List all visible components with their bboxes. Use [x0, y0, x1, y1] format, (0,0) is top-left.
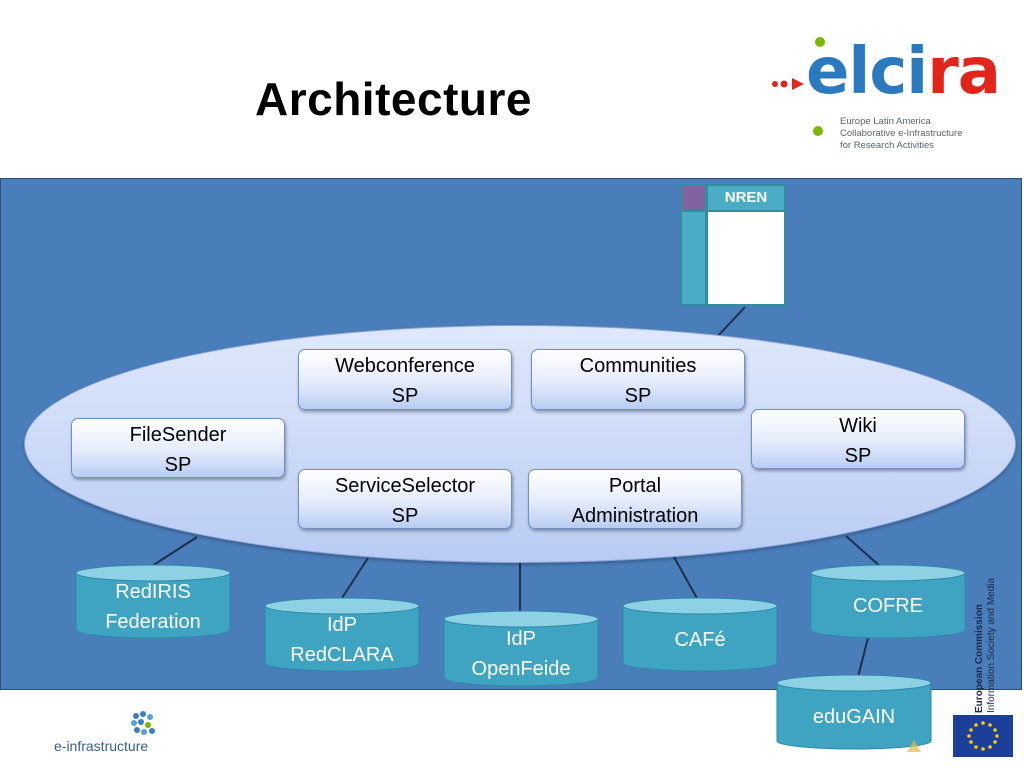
connector-edugain: [857, 637, 869, 678]
sp-label-line2: SP: [624, 385, 652, 407]
sp-filesender: FileSender SP: [71, 418, 285, 478]
sp-serviceselector: ServiceSelector SP: [298, 469, 512, 529]
slide-title: Architecture: [255, 73, 532, 125]
sp-label-line2: SP: [844, 445, 872, 467]
logo-tagline-line: for Research Activities: [840, 140, 934, 151]
federation-label-line1: eduGAIN: [812, 706, 896, 728]
cylinder-shape: [264, 597, 420, 672]
nren-corner: [680, 184, 707, 212]
federation-label-line2: Federation: [105, 611, 201, 633]
eu-flag-icon: [953, 715, 1013, 757]
nren-body: [706, 210, 786, 306]
sp-label-line1: FileSender: [129, 424, 227, 446]
federation-edugain: eduGAIN: [776, 674, 932, 750]
federation-cofre: COFRE: [810, 564, 966, 639]
european-commission-text: European Commission Information Society …: [974, 577, 997, 713]
nren-side-column: [680, 210, 707, 306]
logo-green-mark-icon: [813, 37, 825, 136]
sp-label-line1: Wiki: [839, 415, 877, 437]
federation-label-line2: RedCLARA: [290, 644, 394, 666]
logo-dots-icon: [772, 78, 804, 90]
connector-nren: [715, 306, 746, 339]
sp-label-line1: Communities: [579, 355, 697, 377]
sp-webconference: Webconference SP: [298, 349, 512, 410]
cylinder-shape: [443, 610, 599, 687]
sp-label-line1: Webconference: [335, 355, 475, 377]
sp-label-line2: Administration: [571, 505, 699, 527]
federation-label-line1: IdP: [326, 614, 358, 636]
logo-tagline-line: Collaborative e-Infrastructure: [840, 128, 963, 139]
federation-label-line1: COFRE: [853, 595, 923, 617]
ec-text-line1: European Commission: [974, 604, 985, 713]
logo-letter-e: e: [806, 35, 849, 109]
cylinder-shape: [75, 564, 231, 639]
cylinder-shape: [810, 564, 966, 639]
connector-rediris: [151, 536, 198, 567]
decorative-mark-icon: [907, 740, 921, 752]
ec-text-line2: Information Society and Media: [986, 577, 997, 713]
nren-box: NREN: [680, 184, 786, 306]
connector-cofre: [845, 535, 883, 569]
logo-tagline: Europe Latin America Collaborative e-Inf…: [840, 116, 963, 152]
sp-portal-administration: Portal Administration: [528, 469, 742, 529]
e-infrastructure-dots-icon: [131, 711, 155, 735]
federation-label-line1: IdP: [505, 628, 537, 650]
sp-wiki: Wiki SP: [751, 409, 965, 469]
sp-label-line2: SP: [164, 454, 192, 476]
federation-label-line1: RedIRIS: [115, 581, 191, 603]
federation-cafe: CAFé: [622, 597, 778, 672]
elcira-logo: elcira Europe Latin America Collaborativ…: [770, 36, 1001, 156]
logo-tagline-line: Europe Latin America: [840, 116, 931, 127]
sp-communities: Communities SP: [531, 349, 745, 410]
logo-letter-i: i: [906, 35, 928, 109]
cylinder-shape: [622, 597, 778, 672]
nren-label: NREN: [706, 184, 786, 212]
federation-rediris: RedIRIS Federation: [75, 564, 231, 639]
cylinder-shape: [776, 674, 932, 750]
connector-redclara: [341, 557, 369, 599]
sp-label-line2: SP: [391, 505, 419, 527]
eu-stars: [967, 721, 999, 751]
federation-idp-redclara: IdP RedCLARA: [264, 597, 420, 672]
federation-label-line1: CAFé: [674, 629, 726, 651]
connector-cafe: [673, 556, 699, 601]
sp-label-line1: Portal: [608, 475, 662, 497]
sp-label-line1: ServiceSelector: [334, 475, 476, 497]
e-infrastructure-logo: e-infrastructure: [54, 708, 174, 756]
federation-label-line2: OpenFeide: [471, 658, 571, 680]
logo-letters-ra: ra: [927, 35, 1001, 109]
logo-wordmark: elcira: [806, 40, 1001, 104]
federation-idp-openfeide: IdP OpenFeide: [443, 610, 599, 687]
e-infrastructure-label: e-infrastructure: [54, 738, 149, 754]
sp-label-line2: SP: [391, 385, 419, 407]
logo-letters-lc: lc: [848, 35, 907, 109]
